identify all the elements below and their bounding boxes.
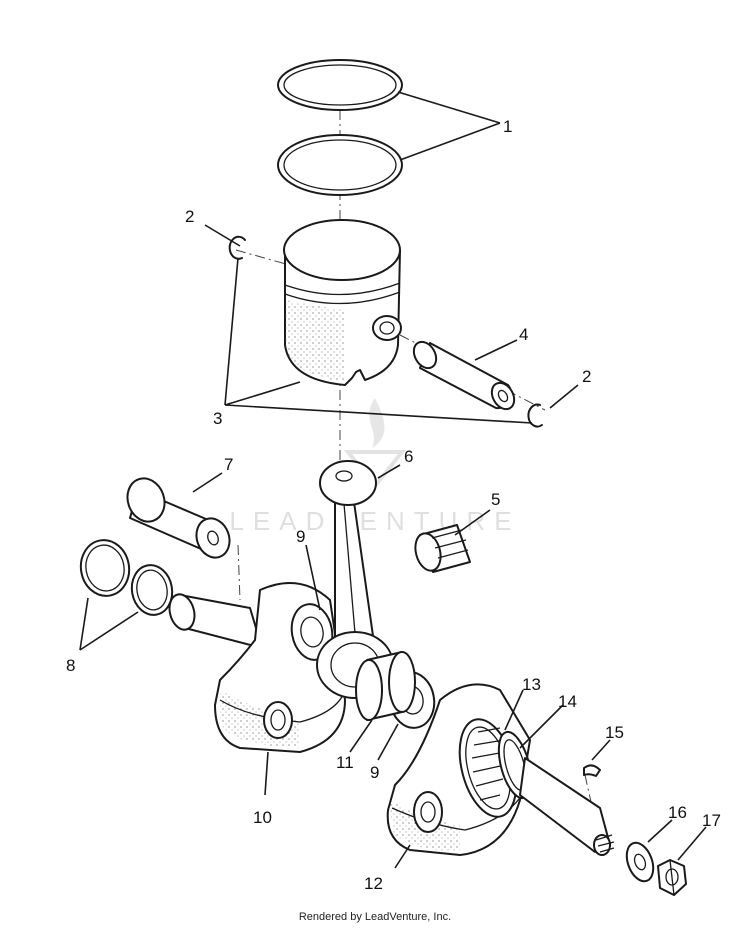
callout-9b: 9 [370, 763, 379, 782]
woodruff-key [583, 764, 601, 777]
callout-labels: 1 2 2 3 4 5 6 7 8 9 9 10 11 12 13 14 15 … [66, 117, 721, 893]
callout-2b: 2 [582, 367, 591, 386]
callout-16: 16 [668, 803, 687, 822]
footer-credit: Rendered by LeadVenture, Inc. [298, 911, 452, 923]
crankshaft-rings [79, 539, 174, 616]
callout-12: 12 [364, 874, 383, 893]
wrist-pin [412, 340, 516, 411]
callout-9a: 9 [296, 527, 305, 546]
watermark-text: LEADVENTURE [229, 506, 520, 536]
callout-5: 5 [491, 490, 500, 509]
nut [657, 859, 687, 896]
callout-8: 8 [66, 656, 75, 675]
callout-7: 7 [224, 455, 233, 474]
crank-pin [126, 477, 231, 559]
needle-bearing [414, 524, 471, 573]
crank-bearing [355, 651, 416, 721]
wrist-pin-circlips [228, 235, 543, 428]
callout-13: 13 [522, 675, 541, 694]
callout-17: 17 [702, 811, 721, 830]
watermark: LEADVENTURE [229, 398, 520, 536]
callout-4: 4 [519, 325, 528, 344]
callout-3: 3 [213, 409, 222, 428]
callout-15: 15 [605, 723, 624, 742]
callout-1: 1 [503, 117, 512, 136]
leader-lines [79, 91, 707, 869]
washer [625, 841, 655, 883]
callout-2a: 2 [185, 207, 194, 226]
output-shaft [519, 757, 615, 856]
piston-rings [277, 59, 403, 196]
piston [283, 219, 402, 386]
callout-10: 10 [253, 808, 272, 827]
callout-11: 11 [336, 753, 354, 772]
callout-6: 6 [404, 447, 413, 466]
callout-14: 14 [558, 692, 577, 711]
